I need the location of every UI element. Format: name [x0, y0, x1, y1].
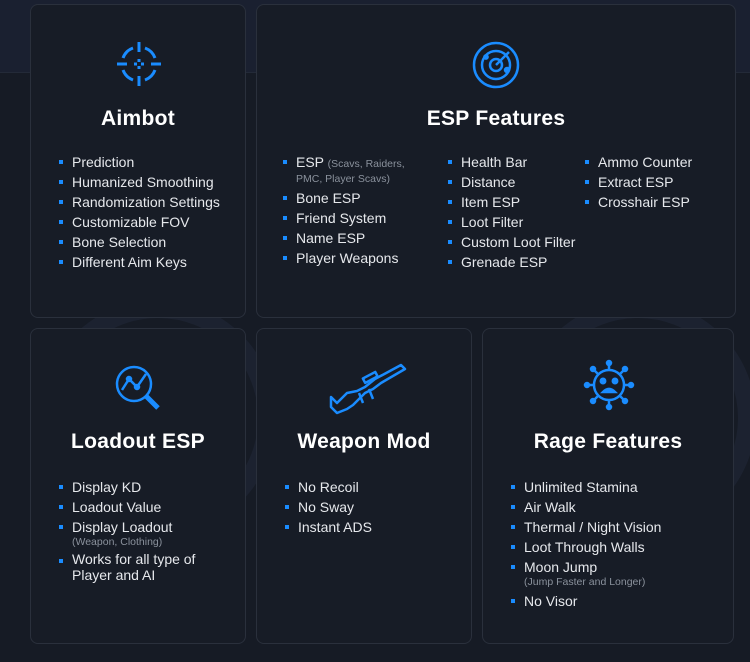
card-title: Loadout ESP [71, 430, 205, 453]
list-item: Display KD [59, 477, 239, 497]
list-item: Custom Loot Filter [448, 232, 575, 252]
list-item: Prediction [59, 152, 220, 172]
card-title: Weapon Mod [297, 430, 431, 453]
list-item: Display Loadout(Weapon, Clothing) [59, 517, 239, 549]
weapon-mod-card: Weapon Mod No Recoil No Sway Instant ADS [256, 328, 472, 644]
list-item: Loot Through Walls [511, 537, 661, 557]
item-label: Moon Jump [524, 559, 598, 575]
item-note: (Jump Faster and Longer) [524, 576, 646, 588]
item-note: PMC, Player Scavs) [296, 173, 390, 185]
feature-list-column-1: ESP (Scavs, Raiders, PMC, Player Scavs) B… [283, 152, 433, 268]
list-item: Instant ADS [285, 517, 372, 537]
list-item: Moon Jump(Jump Faster and Longer) [511, 557, 661, 589]
item-label: ESP [296, 154, 324, 170]
crosshair-icon [115, 40, 163, 93]
item-label: Player and AI [72, 567, 156, 583]
item-note: (Scavs, Raiders, [327, 158, 405, 170]
loadout-esp-card: Loadout ESP Display KD Loadout Value Dis… [30, 328, 246, 644]
list-item: Loadout Value [59, 497, 239, 517]
list-item: Crosshair ESP [585, 192, 692, 212]
feature-list: Display KD Loadout Value Display Loadout… [59, 477, 239, 583]
list-item: Extract ESP [585, 172, 692, 192]
list-item: Bone ESP [283, 188, 433, 208]
list-item: No Sway [285, 497, 372, 517]
feature-list: No Recoil No Sway Instant ADS [285, 477, 372, 537]
list-item: Humanized Smoothing [59, 172, 220, 192]
list-item: Randomization Settings [59, 192, 220, 212]
rifle-icon [329, 363, 409, 420]
card-title: Aimbot [100, 107, 176, 130]
list-item: Different Aim Keys [59, 252, 220, 272]
virus-face-icon [583, 359, 635, 416]
radar-icon [471, 40, 521, 95]
list-item: Player Weapons [283, 248, 433, 268]
feature-list: Unlimited Stamina Air Walk Thermal / Nig… [511, 477, 661, 611]
esp-features-card: ESP Features ESP (Scavs, Raiders, PMC, Pl… [256, 4, 736, 318]
rage-features-card: Rage Features Unlimited Stamina Air Walk… [482, 328, 734, 644]
list-item: No Recoil [285, 477, 372, 497]
feature-list: Prediction Humanized Smoothing Randomiza… [59, 152, 220, 272]
list-item: ESP (Scavs, Raiders, PMC, Player Scavs) [283, 152, 433, 186]
feature-list-column-3: Ammo Counter Extract ESP Crosshair ESP [585, 152, 692, 212]
list-item: Thermal / Night Vision [511, 517, 661, 537]
card-title: Rage Features [533, 430, 683, 453]
list-item: Customizable FOV [59, 212, 220, 232]
item-note: (Weapon, Clothing) [72, 536, 163, 548]
list-item: Friend System [283, 208, 433, 228]
magnifier-chart-icon [113, 363, 163, 418]
list-item: Air Walk [511, 497, 661, 517]
list-item: Distance [448, 172, 575, 192]
list-item: Grenade ESP [448, 252, 575, 272]
list-item: No Visor [511, 591, 661, 611]
item-label: Display Loadout [72, 519, 173, 535]
item-label: Works for all type of [72, 551, 196, 567]
aimbot-card: Aimbot Prediction Humanized Smoothing Ra… [30, 4, 246, 318]
card-title: ESP Features [426, 107, 566, 130]
list-item: Ammo Counter [585, 152, 692, 172]
list-item: Unlimited Stamina [511, 477, 661, 497]
feature-list-column-2: Health Bar Distance Item ESP Loot Filter… [448, 152, 575, 272]
list-item: Bone Selection [59, 232, 220, 252]
list-item: Loot Filter [448, 212, 575, 232]
list-item: Item ESP [448, 192, 575, 212]
list-item: Health Bar [448, 152, 575, 172]
list-item: Name ESP [283, 228, 433, 248]
